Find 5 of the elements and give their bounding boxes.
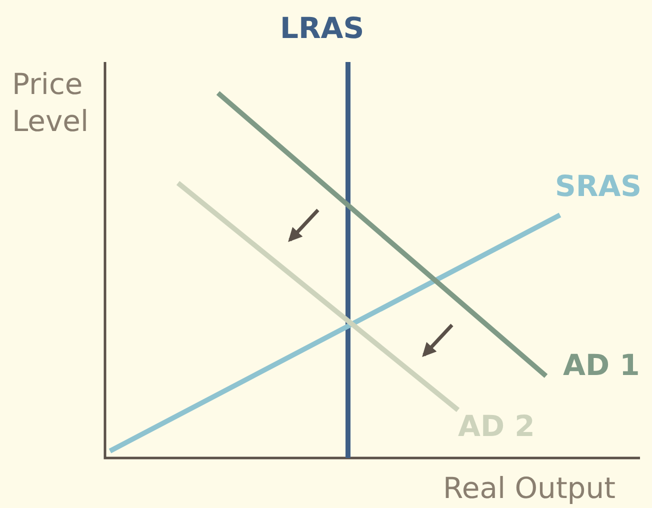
- axis-title: Real Output: [443, 470, 616, 507]
- curve-label: AD 1: [563, 347, 640, 384]
- axis-title: Price Level: [12, 66, 90, 140]
- axis-label: LRAS: [280, 10, 364, 47]
- curve-label: SRAS: [555, 168, 642, 205]
